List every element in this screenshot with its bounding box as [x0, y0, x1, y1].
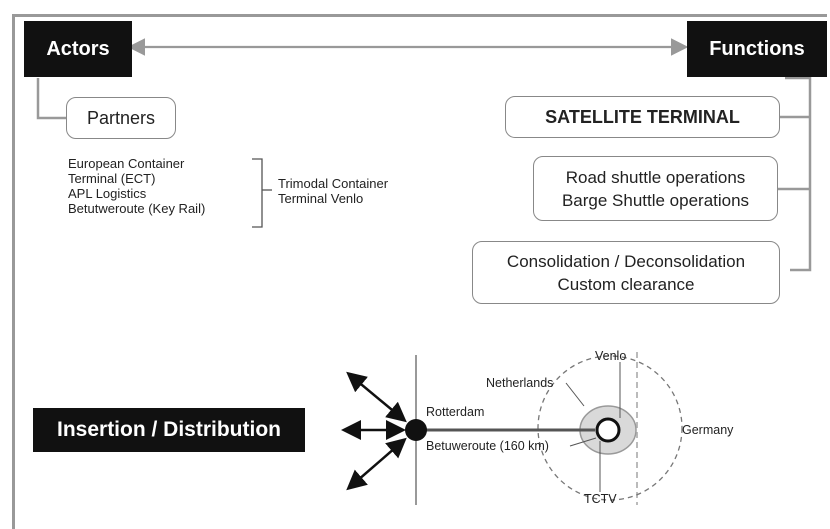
hinterland-circle [537, 355, 683, 501]
satellite-terminal-box: SATELLITE TERMINAL [505, 96, 780, 138]
insertion-title: Insertion / Distribution [57, 418, 281, 441]
partner-item: Betutweroute (Key Rail) [68, 201, 206, 216]
partner-item: APL Logistics [68, 186, 147, 201]
tctv-label: TCTV [584, 492, 617, 506]
actors-partners-connector [36, 78, 66, 120]
partner-item: Terminal (ECT) [68, 171, 156, 186]
actors-title: Actors [46, 37, 110, 60]
functions-title: Functions [709, 37, 805, 60]
services-line: Custom clearance [557, 274, 695, 294]
shuttle-line: Barge Shuttle operations [561, 190, 750, 210]
rotterdam-dot [405, 419, 427, 441]
partners-label: Partners [86, 107, 156, 128]
venlo-label: Venlo [595, 349, 627, 363]
customs-services-box: Consolidation / Deconsolidation Custom c… [472, 241, 780, 304]
tctv-terminal [595, 417, 621, 443]
satellite-terminal-label: SATELLITE TERMINAL [545, 106, 740, 127]
shuttle-line: Road shuttle operations [565, 167, 746, 187]
partners-box: Partners [66, 97, 176, 139]
germany-label: Germany [682, 423, 734, 437]
rotterdam-label: Rotterdam [426, 405, 485, 419]
partners-bracket [252, 158, 263, 228]
actors-box: Actors [24, 21, 132, 77]
functions-bracket [785, 76, 812, 272]
insertion-distribution-box: Insertion / Distribution [33, 408, 305, 452]
services-line: Consolidation / Deconsolidation [506, 251, 746, 271]
route-label: Betuweroute (160 km) [426, 439, 549, 453]
functions-box: Functions [687, 21, 827, 77]
partner-item: European Container [68, 156, 185, 171]
distribution-arrow-up [346, 371, 407, 423]
distribution-arrow-down [346, 437, 407, 491]
netherlands-label: Netherlands [486, 376, 554, 390]
diagram-frame [12, 14, 827, 529]
shuttle-operations-box: Road shuttle operations Barge Shuttle op… [533, 156, 778, 221]
partners-list: European Container Terminal (ECT) APL Lo… [68, 156, 205, 216]
trimodal-terminal-label: Trimodal Container Terminal Venlo [278, 176, 389, 206]
